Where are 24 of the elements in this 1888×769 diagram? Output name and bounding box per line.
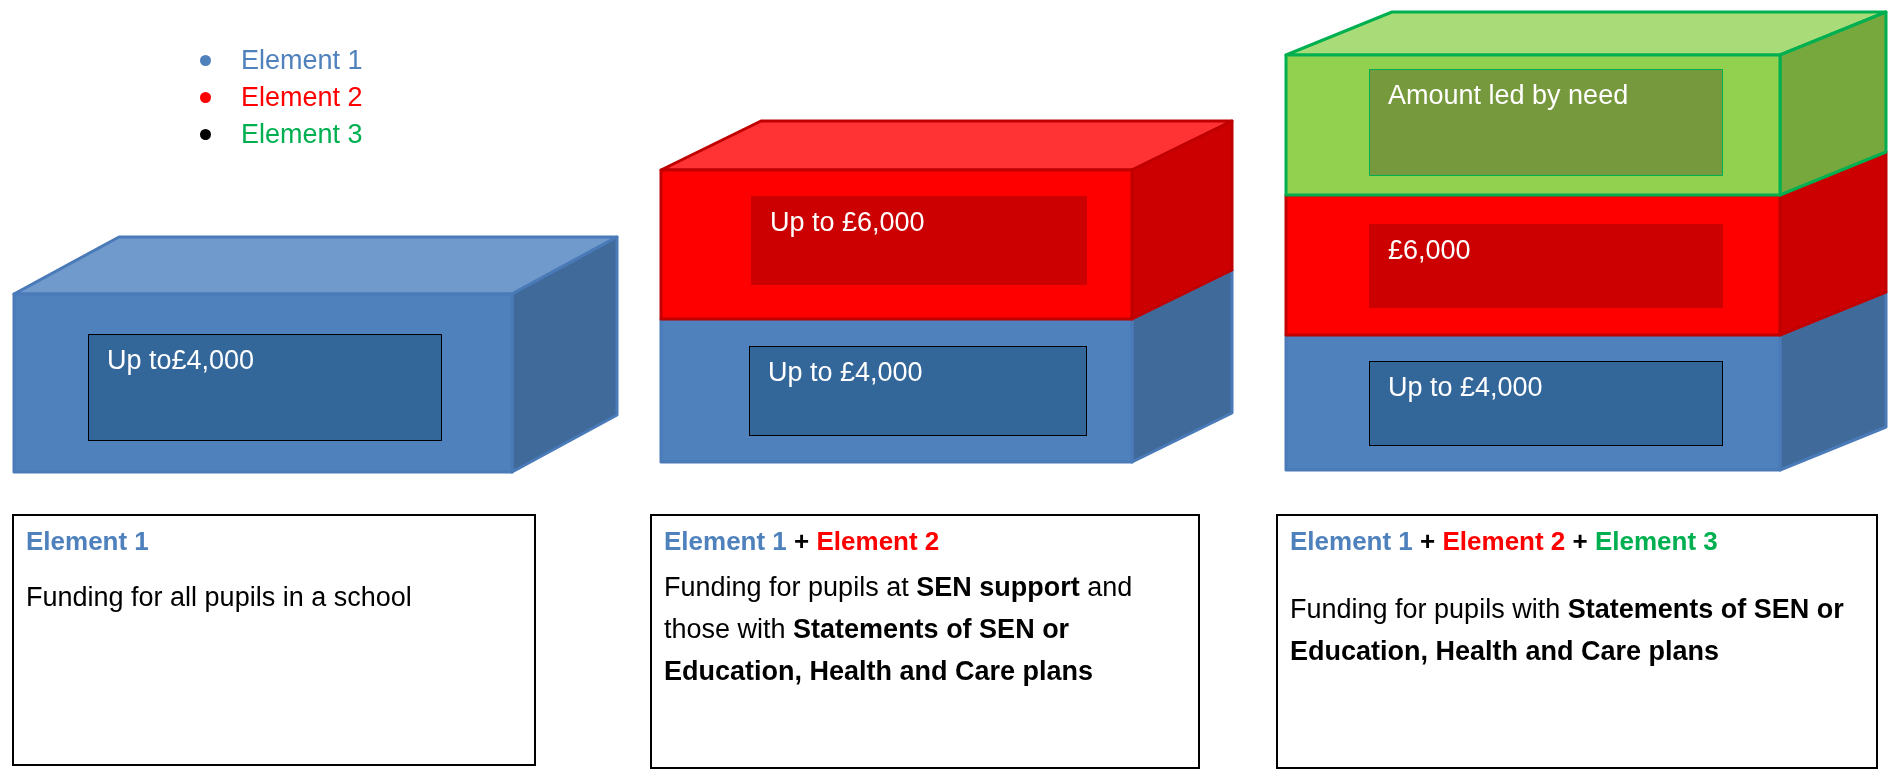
heading-text: Element 2 [816,526,940,556]
description-text: Funding for pupils at SEN support and those with Statements of SEN or Education, Health and Care plans [664,571,1134,688]
legend-text: Element 3 [241,118,363,151]
description-box [1276,514,1878,769]
heading-text: Element 2 [1442,526,1566,556]
amount-label: Up to £4,000 [749,346,1087,436]
heading-text: Element 3 [1594,526,1718,556]
amount-label: Up to £6,000 [751,196,1087,285]
description-box [650,514,1200,769]
heading-text: + [794,526,810,556]
heading-text: Element 1 [1290,526,1413,556]
description-text: Funding for all pupils in a school [26,581,413,614]
heading-text: Element 1 [26,526,149,556]
heading-text: Element 1 [664,526,787,556]
legend-text: Element 1 [241,44,363,77]
amount-label: £6,000 [1369,224,1723,308]
description-text: Funding for pupils with Statements of SEN or Education, Health and Care plans [1290,593,1845,668]
amount-label: Up to£4,000 [88,334,442,441]
amount-label: Up to £4,000 [1369,361,1723,446]
legend-text: Element 2 [241,81,363,114]
heading-text: + [1572,526,1588,556]
heading-text: + [1420,526,1436,556]
description-box [12,514,536,766]
amount-label: Amount led by need [1369,69,1723,176]
